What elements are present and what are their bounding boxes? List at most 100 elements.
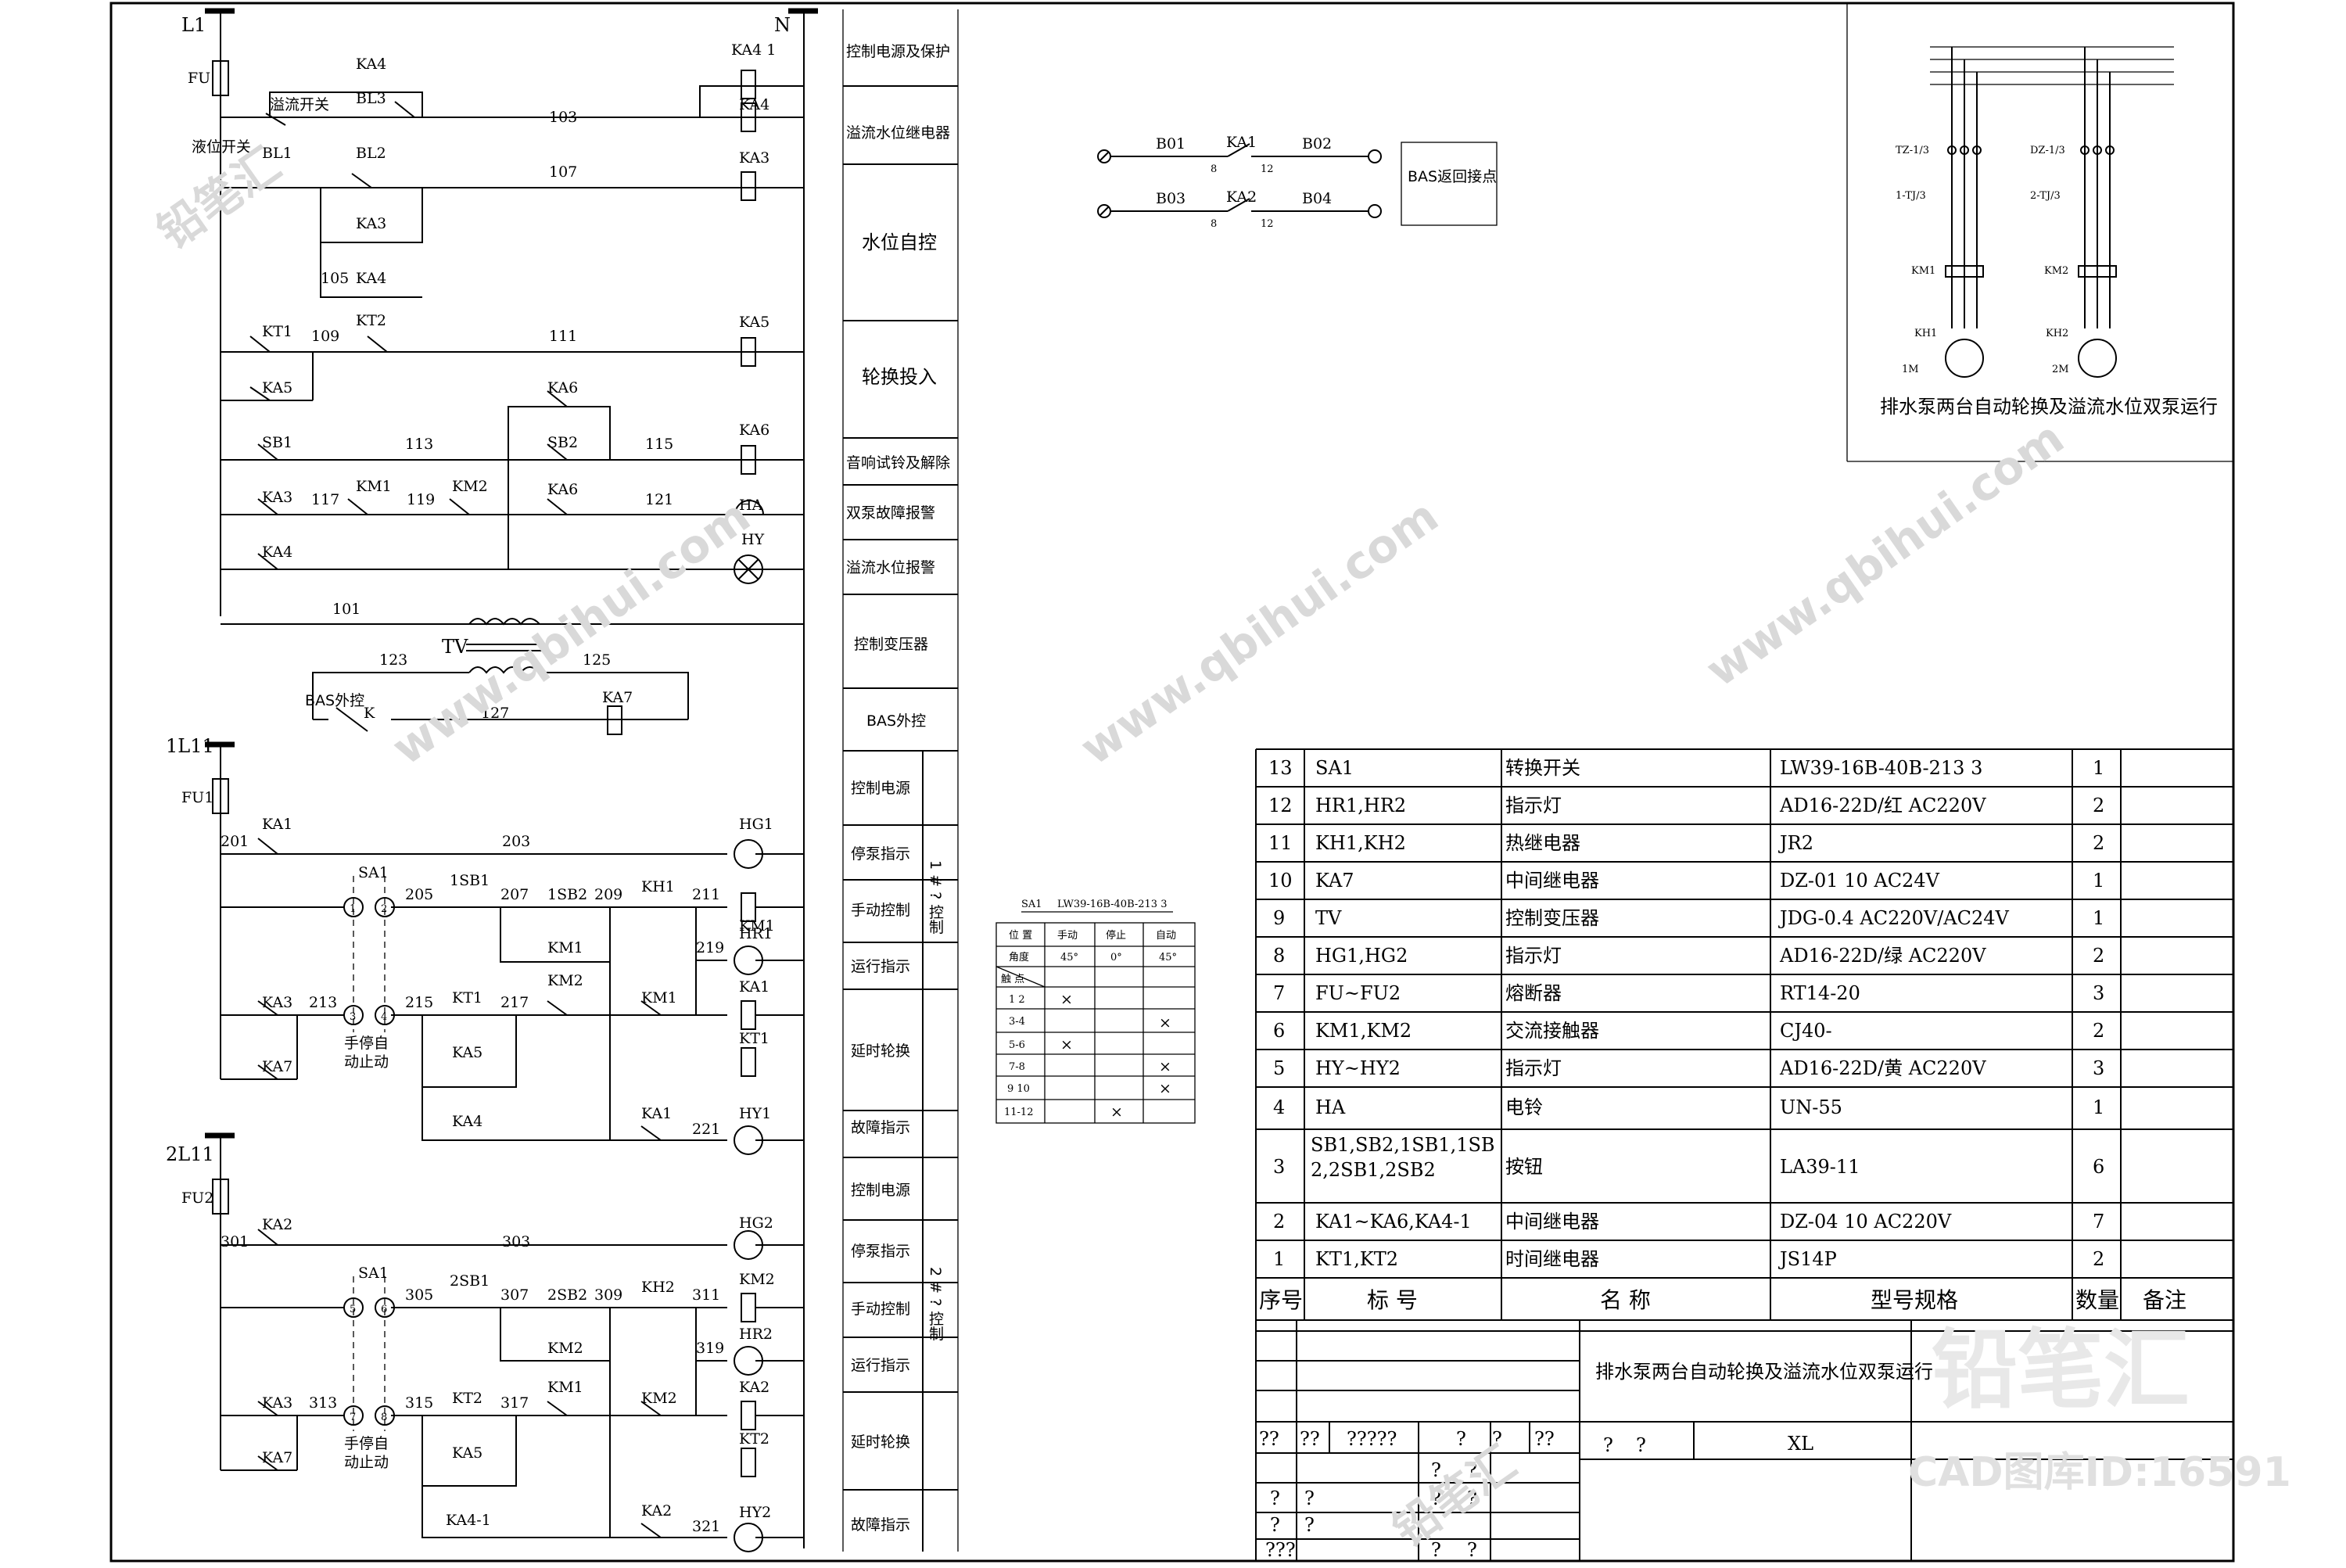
svg-text:?: ? — [1467, 1487, 1477, 1509]
svg-text:1: 1 — [2093, 757, 2104, 779]
lamp-hy — [734, 554, 763, 584]
svg-text:BL1: BL1 — [262, 145, 292, 162]
svg-text:213: 213 — [309, 994, 337, 1011]
svg-text:BL2: BL2 — [356, 145, 386, 162]
svg-text:KM1: KM1 — [547, 939, 583, 956]
svg-text:KM2: KM2 — [547, 1340, 583, 1357]
svg-text:FU2: FU2 — [181, 1189, 213, 1207]
svg-text:JS14P: JS14P — [1777, 1248, 1837, 1270]
coil-ka6 — [741, 445, 756, 475]
svg-text:手停自: 手停自 — [344, 1435, 389, 1452]
svg-text:溢流水位报警: 溢流水位报警 — [846, 559, 935, 576]
svg-text:手动控制: 手动控制 — [851, 902, 910, 919]
svg-text:转换开关: 转换开关 — [1505, 757, 1580, 779]
svg-text:KH2: KH2 — [641, 1279, 675, 1296]
svg-text:1SB2: 1SB2 — [547, 886, 587, 903]
svg-text:6: 6 — [1273, 1020, 1285, 1042]
svg-text:B04: B04 — [1302, 190, 1332, 207]
svg-text:2: 2 — [2093, 832, 2104, 854]
svg-text:KM1: KM1 — [1911, 265, 1935, 277]
svg-text:×: × — [1060, 1036, 1073, 1053]
labels-section1: KA4 溢流开关 BL3 液位开关 BL1 BL2 103 107 KA3 10… — [192, 56, 673, 618]
svg-text:9 10: 9 10 — [1007, 1083, 1030, 1095]
svg-text:运行指示: 运行指示 — [851, 1357, 910, 1374]
bell-ha — [734, 500, 765, 515]
svg-text:205: 205 — [405, 886, 433, 903]
svg-text:KM2: KM2 — [547, 972, 583, 989]
svg-text:221: 221 — [692, 1121, 720, 1138]
svg-text:?????: ????? — [1347, 1428, 1397, 1450]
svg-text:TV: TV — [1315, 907, 1342, 929]
svg-text:KA7: KA7 — [602, 689, 633, 706]
svg-text:KA4-1: KA4-1 — [446, 1512, 491, 1529]
svg-text:2: 2 — [1273, 1211, 1285, 1233]
svg-text:序号: 序号 — [1259, 1287, 1303, 1313]
svg-text:309: 309 — [594, 1286, 622, 1304]
fuse-fu: FU — [188, 60, 229, 96]
svg-text:203: 203 — [502, 833, 530, 850]
bus-label-n: N — [774, 14, 791, 36]
svg-text:溢流水位继电器: 溢流水位继电器 — [846, 124, 950, 142]
svg-text:交流接触器: 交流接触器 — [1505, 1020, 1599, 1042]
svg-text:207: 207 — [500, 886, 529, 903]
svg-text:105: 105 — [321, 270, 349, 287]
svg-text:KM2: KM2 — [739, 1271, 775, 1288]
svg-text:315: 315 — [405, 1394, 433, 1412]
svg-text:KA2: KA2 — [262, 1216, 292, 1233]
svg-text:HY: HY — [741, 531, 765, 548]
svg-text:0°: 0° — [1110, 952, 1122, 963]
svg-text:215: 215 — [405, 994, 433, 1011]
svg-text:AD16-22D/红 AC220V: AD16-22D/红 AC220V — [1779, 795, 1986, 816]
svg-text:303: 303 — [502, 1233, 530, 1250]
svg-text:209: 209 — [594, 886, 622, 903]
svg-text:×: × — [1159, 1014, 1171, 1032]
svg-text:HR1,HR2: HR1,HR2 — [1315, 795, 1406, 816]
svg-text:AD16-22D/绿 AC220V: AD16-22D/绿 AC220V — [1779, 945, 1986, 967]
svg-text:BAS外控: BAS外控 — [866, 712, 926, 730]
svg-text:319: 319 — [696, 1340, 724, 1357]
svg-text:2: 2 — [2093, 1020, 2104, 1042]
svg-text:液位开关: 液位开关 — [192, 138, 251, 156]
bom-table — [1255, 748, 2233, 1561]
svg-text:控制变压器: 控制变压器 — [1505, 907, 1599, 929]
svg-text:手动: 手动 — [1057, 930, 1078, 942]
svg-text:1 # ? 控制: 1 # ? 控制 — [927, 860, 944, 934]
control-rungs-section1 — [221, 85, 804, 625]
svg-text:KM1: KM1 — [356, 478, 392, 495]
svg-text:?: ? — [1431, 1459, 1441, 1481]
svg-text:KM1,KM2: KM1,KM2 — [1315, 1020, 1412, 1042]
svg-text:KM2: KM2 — [2044, 265, 2068, 277]
svg-text:延时轮换: 延时轮换 — [851, 1433, 910, 1451]
svg-text:12: 12 — [1261, 218, 1274, 230]
svg-text:KM2: KM2 — [452, 478, 488, 495]
bas-box — [1401, 142, 1498, 226]
svg-text:KA1: KA1 — [641, 1105, 672, 1122]
svg-text:HG1: HG1 — [739, 816, 773, 833]
svg-text:2 # ? 控制: 2 # ? 控制 — [927, 1267, 944, 1340]
svg-text:KA4: KA4 — [356, 270, 386, 287]
svg-text:KT2: KT2 — [356, 312, 386, 329]
svg-text:1: 1 — [2093, 870, 2104, 892]
svg-text:KM2: KM2 — [641, 1390, 677, 1407]
svg-text:111: 111 — [549, 328, 577, 345]
svg-text:KT2: KT2 — [452, 1390, 482, 1407]
svg-text:KA3: KA3 — [262, 489, 292, 506]
svg-text:轮换投入: 轮换投入 — [862, 366, 937, 388]
watermark-url: www.qbihui.com — [1696, 411, 2073, 697]
svg-text:标 号: 标 号 — [1367, 1287, 1418, 1313]
watermark-id: CAD图库ID:16591 — [1908, 1449, 2291, 1496]
svg-text:1: 1 — [350, 903, 356, 915]
svg-text:11: 11 — [1268, 832, 1293, 854]
svg-text:KH1,KH2: KH1,KH2 — [1315, 832, 1406, 854]
svg-text:1M: 1M — [1902, 364, 1919, 375]
svg-text:TZ-1/3: TZ-1/3 — [1896, 145, 1929, 156]
svg-text:211: 211 — [692, 886, 720, 903]
svg-text:B01: B01 — [1156, 135, 1186, 152]
watermark-url: www.qbihui.com — [1071, 489, 1447, 775]
svg-text:KA1: KA1 — [1226, 134, 1257, 151]
svg-text:KA3: KA3 — [739, 149, 769, 167]
svg-text:×: × — [1110, 1103, 1123, 1121]
svg-text:321: 321 — [692, 1518, 720, 1535]
svg-text:UN-55: UN-55 — [1780, 1096, 1842, 1118]
svg-text:121: 121 — [645, 491, 673, 508]
